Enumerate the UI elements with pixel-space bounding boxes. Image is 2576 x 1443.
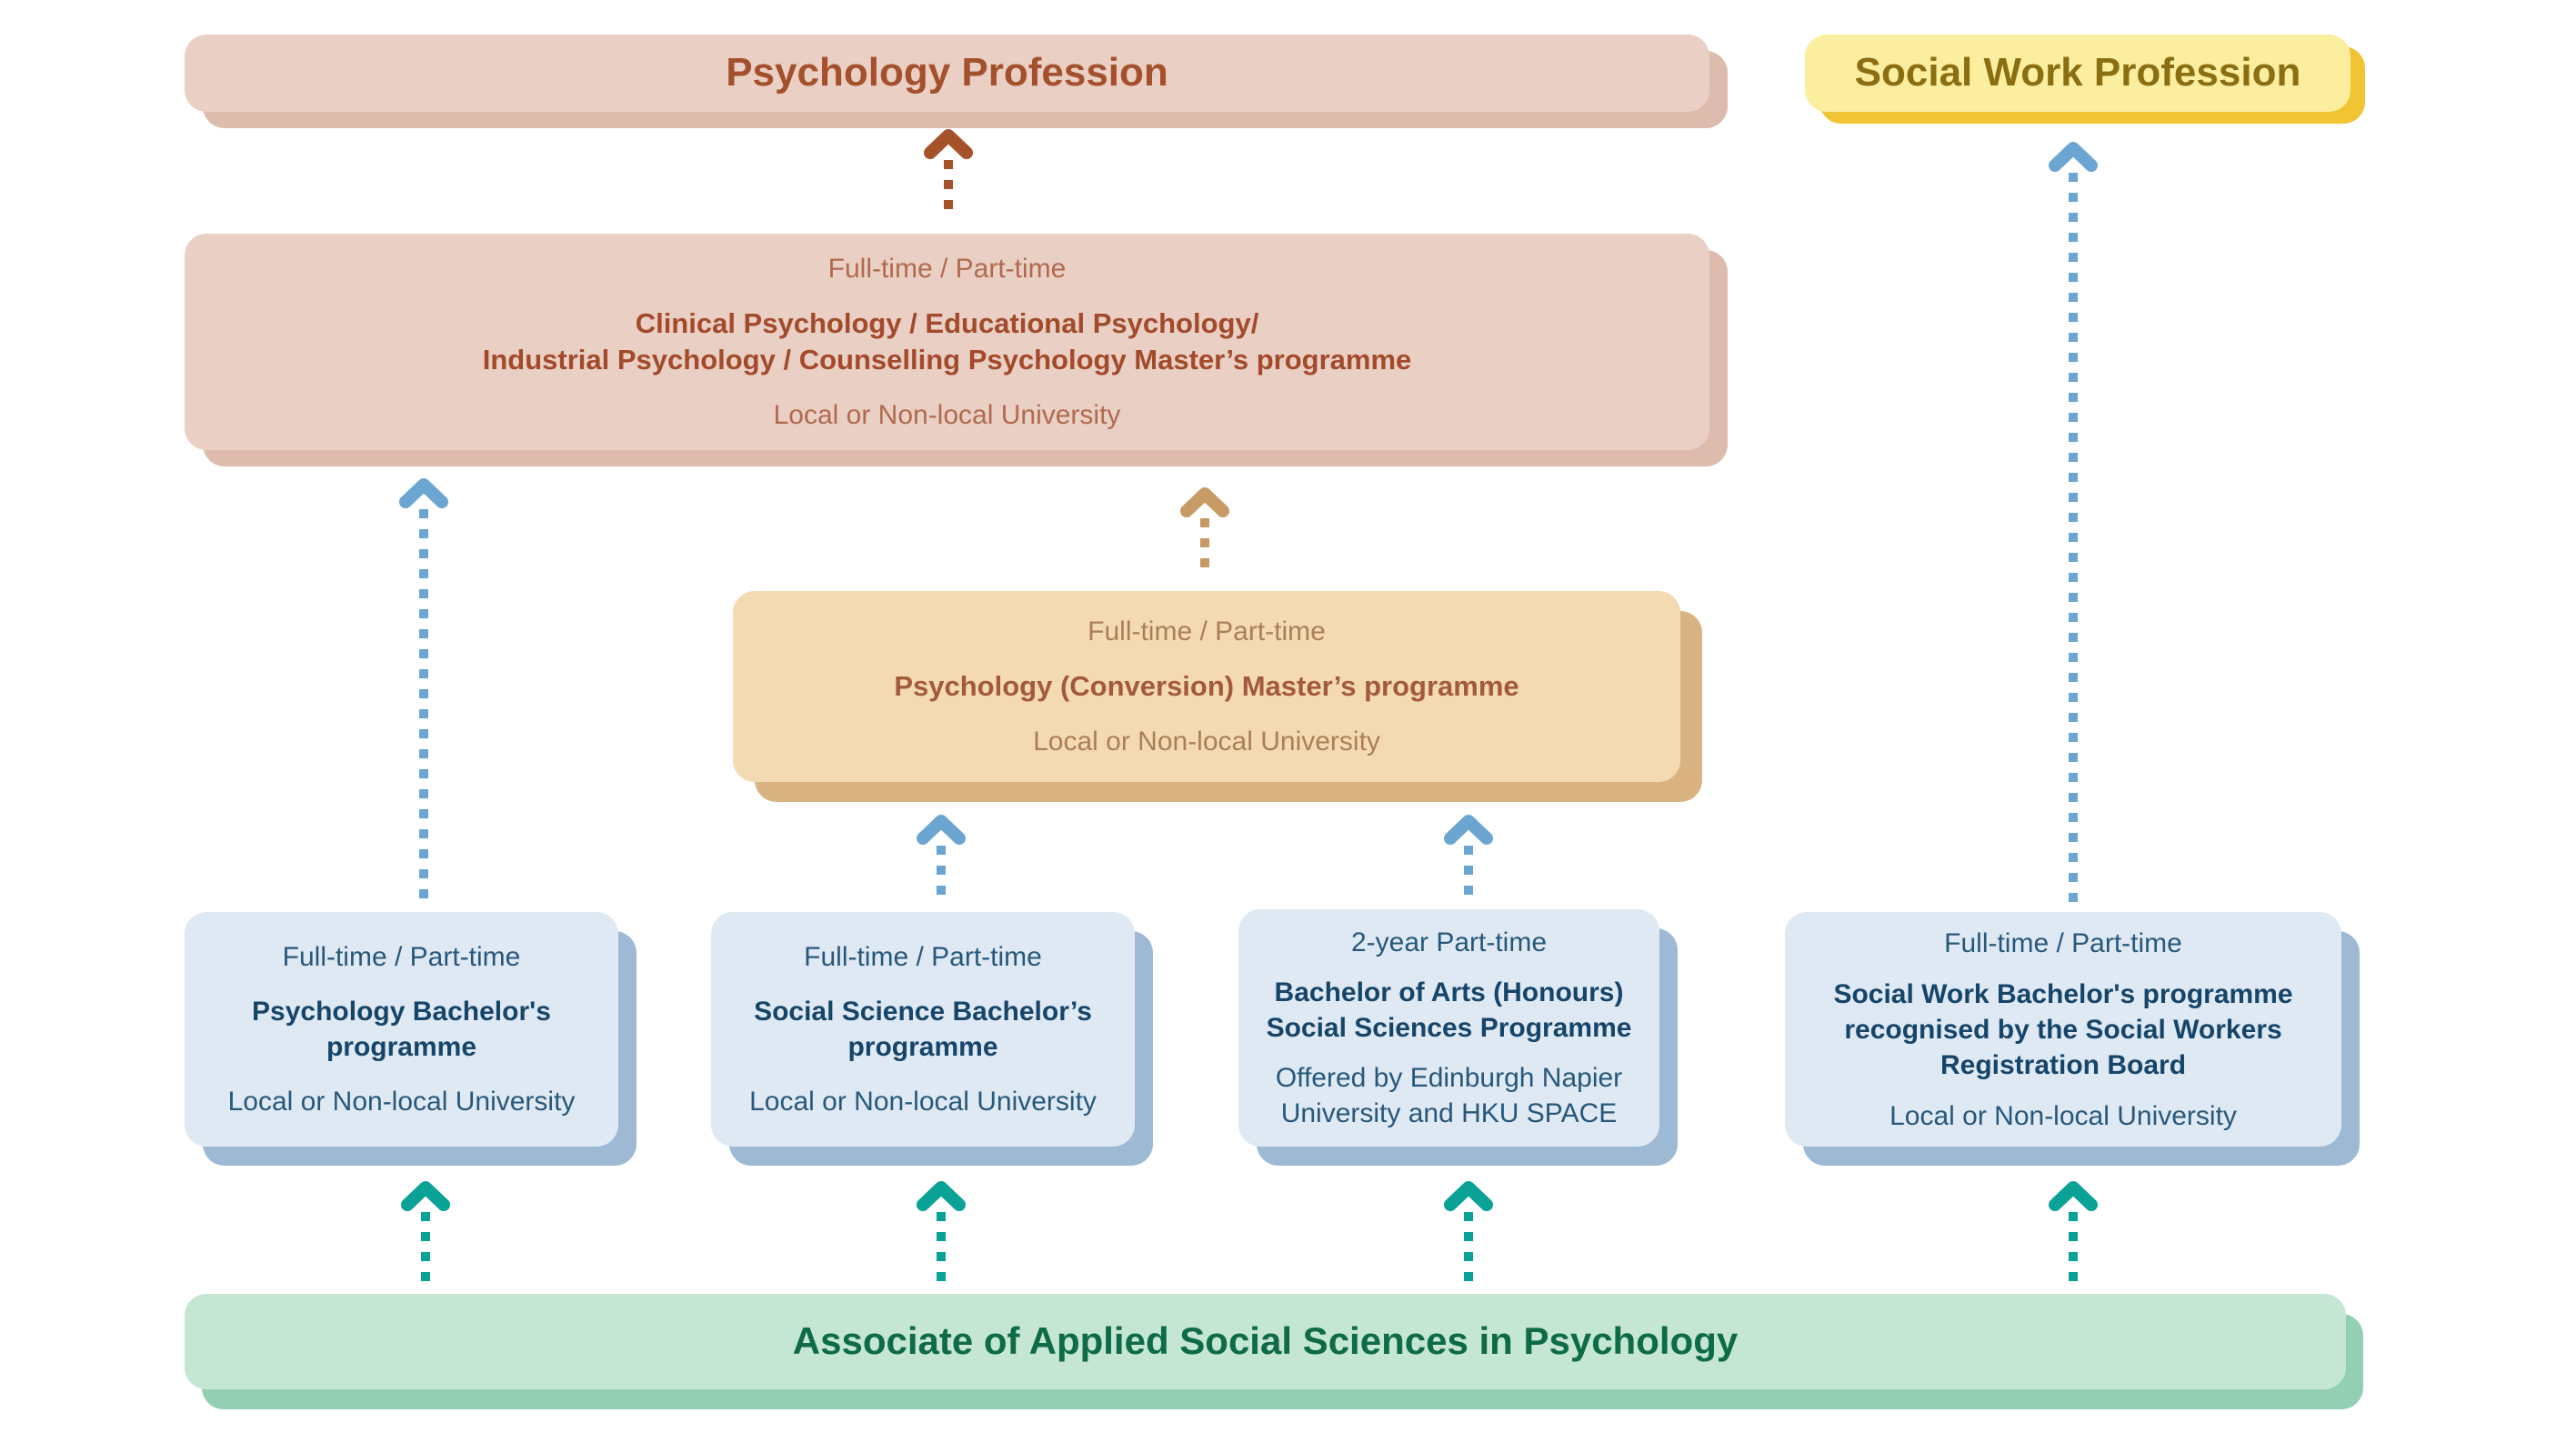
ba-honours-social-sciences-box: 2-year Part-time Bachelor of Arts (Honou… [1238, 909, 1659, 1147]
conversion-title: Psychology (Conversion) Master’s program… [894, 669, 1519, 702]
psychology-bachelor-content: Full-time / Part-time Psychology Bachelo… [210, 939, 593, 1119]
masters-mode-label: Full-time / Part-time [827, 253, 1067, 284]
ba-honours-content: 2-year Part-time Bachelor of Arts (Honou… [1255, 925, 1643, 1131]
masters-programme-box: Full-time / Part-time Clinical Psycholog… [185, 234, 1709, 450]
up-arrow-icon-associate-to-bachelor4 [2049, 1181, 2098, 1282]
social-work-bachelor-box: Full-time / Part-time Social Work Bachel… [1785, 912, 2341, 1147]
social-work-profession-label: Social Work Profession [1854, 50, 2301, 95]
up-arrow-icon-bachelor4-to-profession [2049, 142, 2098, 904]
social-science-bachelor-content: Full-time / Part-time Social Science Bac… [733, 939, 1113, 1119]
social-science-bachelor-institution: Local or Non-local University [749, 1087, 1097, 1117]
up-arrow-icon-associate-to-bachelor1 [401, 1181, 450, 1282]
up-arrow-icon-bachelor1-to-masters [399, 478, 448, 904]
ba-honours-institution: Offered by Edinburgh Napier University a… [1275, 1063, 1623, 1128]
up-arrow-icon-masters-to-profession [924, 129, 973, 215]
social-work-bachelor-content: Full-time / Part-time Social Work Bachel… [1809, 926, 2318, 1134]
masters-title-line1: Clinical Psychology / Educational Psycho… [635, 306, 1259, 339]
social-work-bachelor-institution: Local or Non-local University [1889, 1100, 2237, 1131]
psychology-bachelor-box: Full-time / Part-time Psychology Bachelo… [185, 912, 618, 1147]
psychology-bachelor-mode: Full-time / Part-time [282, 942, 521, 972]
up-arrow-icon-associate-to-bachelor2 [917, 1181, 966, 1282]
conversion-institution-label: Local or Non-local University [1033, 727, 1380, 757]
up-arrow-icon-bachelor3-to-conversion [1444, 815, 1493, 902]
social-science-bachelor-title: Social Science Bachelor’s programme [754, 997, 1092, 1062]
associate-title: Associate of Applied Social Sciences in … [792, 1319, 1739, 1363]
masters-institution-label: Local or Non-local University [773, 400, 1121, 431]
conversion-masters-box: Full-time / Part-time Psychology (Conver… [733, 591, 1680, 782]
social-science-bachelor-box: Full-time / Part-time Social Science Bac… [711, 912, 1135, 1147]
ba-honours-title-line2: Social Sciences Programme [1266, 1013, 1632, 1043]
psychology-profession-box: Psychology Profession [185, 35, 1709, 112]
social-work-profession-box: Social Work Profession [1805, 35, 2350, 112]
ba-honours-mode: 2-year Part-time [1350, 927, 1548, 957]
social-work-bachelor-mode: Full-time / Part-time [1944, 927, 2182, 958]
masters-programme-content: Full-time / Part-time Clinical Psycholog… [185, 251, 1709, 434]
conversion-content: Full-time / Part-time Psychology (Conver… [733, 614, 1680, 759]
psychology-bachelor-title: Psychology Bachelor's programme [252, 997, 551, 1062]
ba-honours-title-line1: Bachelor of Arts (Honours) [1274, 977, 1624, 1007]
social-work-bachelor-title: Social Work Bachelor's programme recogni… [1833, 978, 2293, 1080]
up-arrow-icon-bachelor2-to-conversion [917, 815, 966, 902]
associate-box: Associate of Applied Social Sciences in … [185, 1294, 2346, 1389]
ba-honours-title: Bachelor of Arts (Honours) Social Scienc… [1267, 975, 1632, 1046]
masters-title-line2: Industrial Psychology / Counselling Psyc… [482, 344, 1412, 376]
up-arrow-icon-conversion-to-masters [1180, 487, 1229, 573]
masters-title: Clinical Psychology / Educational Psycho… [483, 306, 1412, 379]
social-science-bachelor-mode: Full-time / Part-time [804, 942, 1042, 972]
conversion-mode-label: Full-time / Part-time [1088, 616, 1326, 646]
up-arrow-icon-associate-to-bachelor3 [1444, 1181, 1493, 1282]
psychology-bachelor-institution: Local or Non-local University [227, 1087, 576, 1117]
psychology-profession-label: Psychology Profession [726, 50, 1168, 95]
